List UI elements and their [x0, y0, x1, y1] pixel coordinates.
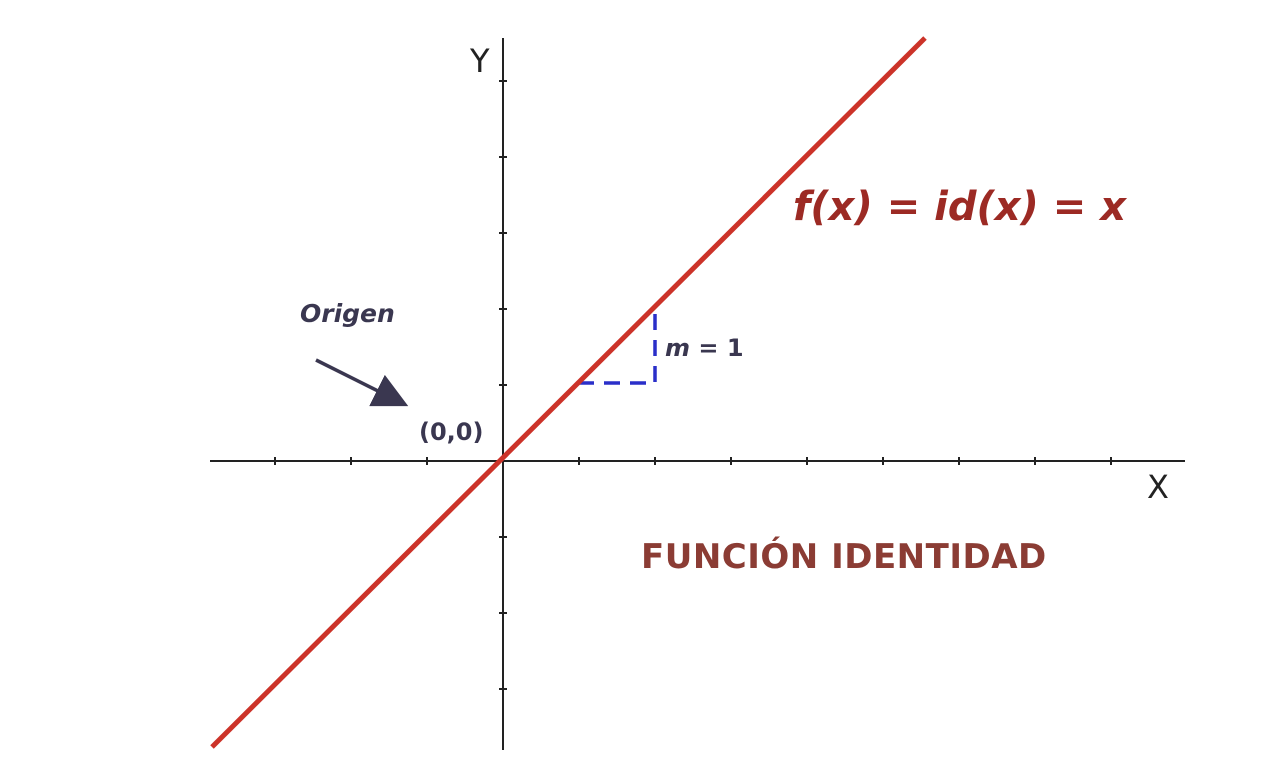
- diagram-title: FUNCIÓN IDENTIDAD: [641, 536, 1047, 577]
- function-label: f(x) = id(x) = x: [793, 184, 1127, 230]
- origin-coordinates: (0,0): [419, 418, 483, 446]
- x-axis-label: X: [1147, 468, 1169, 506]
- origin-label: Origen: [300, 299, 395, 328]
- x-axis-ticks: [274, 457, 1112, 465]
- identity-line: [210, 36, 927, 749]
- slope-variable: m: [665, 334, 690, 362]
- origin-arrow: [315, 358, 409, 407]
- slope-value: = 1: [690, 334, 744, 362]
- y-axis-label: Y: [469, 42, 490, 80]
- y-axis-ticks: [499, 80, 507, 690]
- slope-label: m = 1: [665, 334, 744, 362]
